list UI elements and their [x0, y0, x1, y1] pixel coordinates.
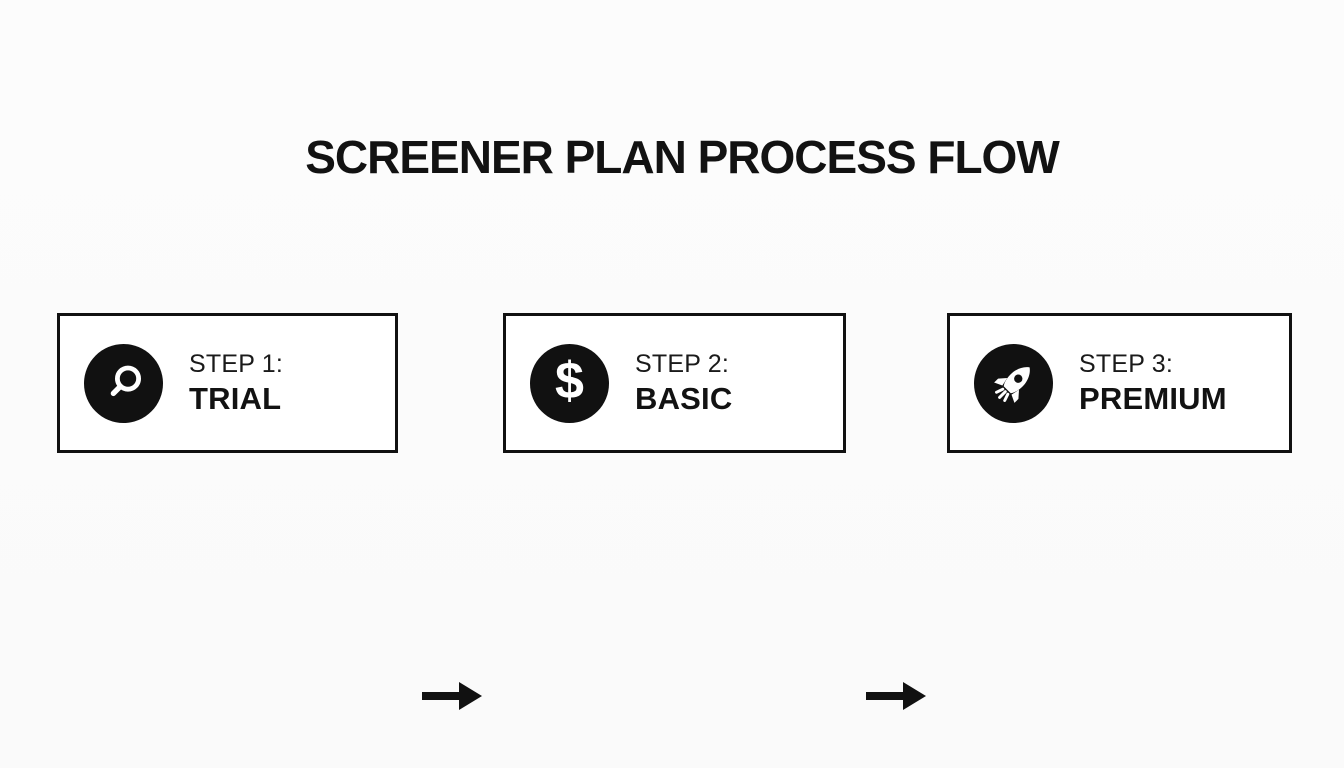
- arrow-right-icon: [422, 682, 482, 710]
- step-name: PREMIUM: [1079, 380, 1227, 416]
- step-box-premium: STEP 3: PREMIUM: [947, 313, 1292, 453]
- step-text-premium: STEP 3: PREMIUM: [1079, 350, 1227, 416]
- process-flow-row: STEP 1: TRIAL $ STEP 2: BASIC: [0, 313, 1344, 710]
- search-icon-circle: [84, 343, 163, 423]
- rocket-icon: [993, 367, 1030, 403]
- rocket-icon-circle: [974, 343, 1053, 423]
- step-name: TRIAL: [189, 380, 282, 416]
- step-label: STEP 2:: [635, 349, 730, 378]
- dollar-icon-circle: $: [530, 343, 609, 423]
- step-text-basic: STEP 2: BASIC: [635, 350, 732, 416]
- step-label: STEP 3:: [1079, 349, 1174, 378]
- step-label: STEP 1:: [189, 349, 284, 378]
- dollar-icon: $: [555, 352, 584, 410]
- search-icon: [110, 365, 141, 397]
- step-box-basic: $ STEP 2: BASIC: [503, 313, 846, 453]
- step-text-trial: STEP 1: TRIAL: [189, 350, 283, 416]
- diagram-title: SCREENER PLAN PROCESS FLOW: [305, 131, 1060, 183]
- arrow-right-icon: [866, 682, 926, 710]
- step-name: BASIC: [635, 380, 733, 416]
- step-box-trial: STEP 1: TRIAL: [57, 313, 398, 453]
